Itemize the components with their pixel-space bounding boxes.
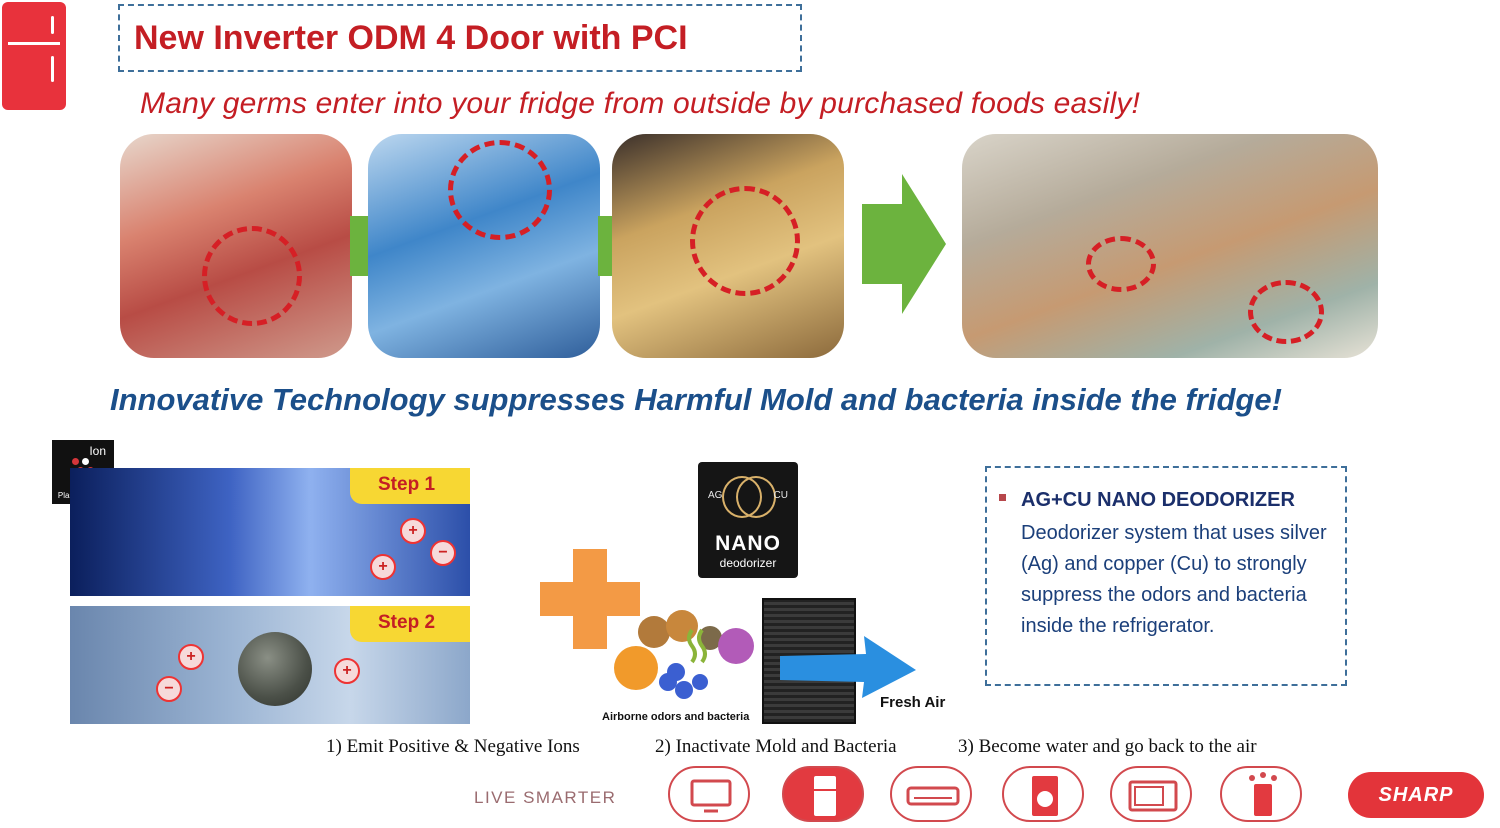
bullet-icon	[999, 494, 1006, 501]
plus-icon	[573, 549, 607, 649]
ion-label: Ion	[89, 444, 106, 458]
headline: Innovative Technology suppresses Harmful…	[110, 382, 1282, 417]
airborne-odors-label: Airborne odors and bacteria	[602, 711, 750, 723]
step2-panel: Step 2 + − +	[70, 606, 470, 724]
cu-label: CU	[773, 490, 788, 501]
step-caption-2: 2) Inactivate Mold and Bacteria	[655, 736, 897, 757]
title-box: New Inverter ODM 4 Door with PCI	[118, 4, 802, 72]
subtitle: Many germs enter into your fridge from o…	[140, 87, 1141, 120]
tv-icon	[668, 766, 750, 822]
sharp-logo: SHARP	[1348, 772, 1484, 818]
air-purifier-icon	[1220, 766, 1302, 822]
green-connector	[350, 216, 370, 276]
germ-highlight-circle	[1248, 280, 1324, 344]
photo-fridge-interior	[962, 134, 1378, 358]
step-caption-3: 3) Become water and go back to the air	[958, 736, 1257, 757]
germ-highlight-circle	[448, 140, 552, 240]
ag-label: AG	[708, 490, 723, 501]
step1-panel: Step 1 + − +	[70, 468, 470, 596]
page-title: New Inverter ODM 4 Door with PCI	[134, 19, 688, 57]
tagline: LIVE SMARTER	[474, 788, 617, 807]
nano-deodorizer-logo: AG CU NANO deodorizer	[698, 462, 798, 578]
info-body: Deodorizer system that uses silver (Ag) …	[1021, 522, 1327, 637]
air-conditioner-icon	[890, 766, 972, 822]
step1-tab: Step 1	[350, 468, 470, 504]
green-connector	[598, 216, 614, 276]
refrigerator-icon	[782, 766, 864, 822]
germ-highlight-circle	[202, 226, 302, 326]
germ-cartoons-icon	[614, 610, 754, 699]
germ-highlight-circle	[1086, 236, 1156, 292]
germ-highlight-circle	[690, 186, 800, 296]
nano-label: NANO	[715, 532, 781, 555]
info-title: AG+CU NANO DEODORIZER	[1021, 489, 1295, 511]
step2-label: Step 2	[378, 612, 436, 633]
photo-onion-shopping	[612, 134, 844, 358]
step2-tab: Step 2	[350, 606, 470, 642]
deodorizer-label: deodorizer	[719, 556, 777, 570]
deodorizer-info-box: AG+CU NANO DEODORIZER Deodorizer system …	[985, 466, 1347, 686]
brand-name: SHARP	[1378, 784, 1454, 806]
photo-meat-shopping	[120, 134, 352, 358]
step1-label: Step 1	[378, 474, 436, 495]
refrigerator-logo-icon	[2, 2, 66, 110]
green-arrow-icon	[862, 174, 946, 314]
step-caption-1: 1) Emit Positive & Negative Ions	[326, 736, 580, 757]
washing-machine-icon	[1002, 766, 1084, 822]
fresh-air-arrow-icon	[780, 636, 916, 698]
microwave-icon	[1110, 766, 1192, 822]
photo-milk-shopping	[368, 134, 600, 358]
fresh-air-label: Fresh Air	[880, 694, 946, 711]
virus-icon	[238, 632, 312, 706]
